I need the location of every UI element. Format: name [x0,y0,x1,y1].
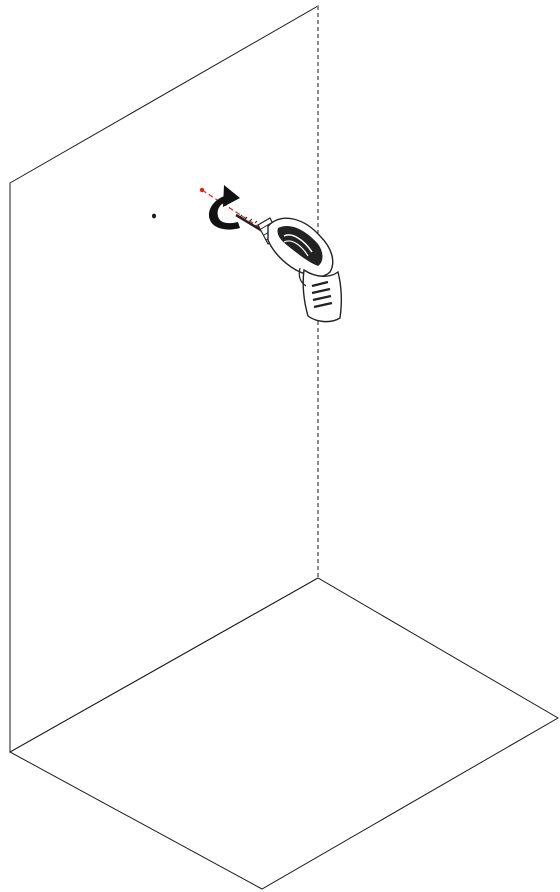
drill-point-mark [199,187,205,193]
drill-guide-line [201,189,263,230]
clockwise-rotation-arrow-icon [208,185,240,230]
screw-hole-mark [152,213,156,219]
floor-panel [8,577,559,890]
wall-panel [9,5,319,753]
power-drill-icon [235,213,343,323]
